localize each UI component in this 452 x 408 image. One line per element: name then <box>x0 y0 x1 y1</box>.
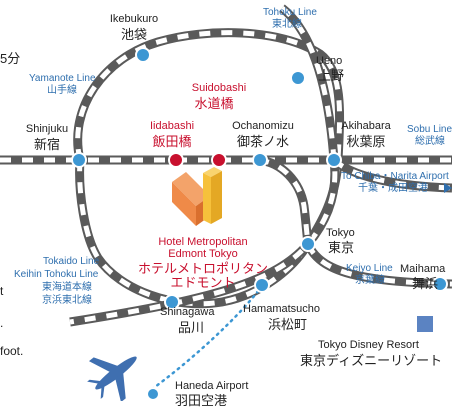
hotel-name-ja-line2: エドモント <box>170 275 236 290</box>
station-iidabashi[interactable] <box>168 152 184 168</box>
keihin-tohoku-line-label-en: Keihin Tohoku Line <box>14 269 99 280</box>
ueno-label-en: Ueno <box>316 55 343 67</box>
yamanote-line-label-ja: 山手線 <box>47 85 77 96</box>
station-tokyo[interactable] <box>300 236 316 252</box>
disney-label-ja: 東京ディズニーリゾート <box>300 353 443 368</box>
tokyo-label-en: Tokyo <box>326 227 355 239</box>
tokaido-line-label-ja: 東海道本線 <box>42 282 92 293</box>
text-fragment-3: foot. <box>0 344 24 358</box>
keiyo-line-label-ja: 京葉線 <box>355 275 385 286</box>
station-ikebukuro[interactable] <box>135 47 151 63</box>
ochanomizu-label-en: Ochanomizu <box>232 120 294 132</box>
iidabashi-label-en: Iidabashi <box>149 120 195 132</box>
stations <box>71 47 448 401</box>
hamamatsucho-label-ja: 浜松町 <box>268 317 308 332</box>
sobu-line-label-en: Sobu Line <box>407 124 452 135</box>
station-ochanomizu[interactable] <box>252 152 268 168</box>
shinjuku-label-en: Shinjuku <box>25 123 69 135</box>
maihama-label-ja: 舞浜 <box>412 276 439 291</box>
text-fragment-2: . <box>0 316 4 330</box>
suidobashi-label-ja: 水道橋 <box>194 96 234 111</box>
station-shinagawa[interactable] <box>164 294 180 310</box>
ikebukuro-label-en: Ikebukuro <box>109 13 159 25</box>
shinagawa-label-ja: 品川 <box>178 320 205 335</box>
station-haneda[interactable] <box>146 387 160 401</box>
hamamatsucho-label-en: Hamamatsucho <box>243 303 321 315</box>
hotel-name-en-line2: Edmont Tokyo <box>168 248 238 260</box>
shinagawa-label-en: Shinagawa <box>160 306 215 318</box>
station-ueno[interactable] <box>290 70 306 86</box>
chiba-narita-label-en: To Chiba・Narita Airport <box>341 171 449 182</box>
maihama-label-en: Maihama <box>400 263 446 275</box>
keihin-tohoku-line-label-ja: 京浜東北線 <box>42 295 92 306</box>
tohoku-line-label-ja: 東北線 <box>272 19 302 30</box>
chiba-narita-label-ja: 千葉・成田空港 <box>358 183 428 194</box>
suidobashi-label-en: Suidobashi <box>191 82 247 94</box>
tokyo-label-ja: 東京 <box>328 240 355 255</box>
chiba-arrow-icon <box>444 183 452 193</box>
tohoku-line-label-en: Tohoku Line <box>263 7 317 18</box>
disney-resort-icon[interactable] <box>417 316 433 332</box>
yamanote-line-label-en: Yamanote Line <box>29 73 96 84</box>
keiyo-line-label-en: Keiyo Line <box>346 263 393 274</box>
station-suidobashi[interactable] <box>211 152 227 168</box>
hotel-building-icon <box>172 167 222 226</box>
ikebukuro-label-ja: 池袋 <box>120 27 148 42</box>
disney-label-en: Tokyo Disney Resort <box>318 339 419 351</box>
sobu-line-label-ja: 総武線 <box>415 136 445 147</box>
hotel-name-ja-line1: ホテルメトロポリタン <box>137 261 269 276</box>
ueno-label-ja: 上野 <box>318 68 345 83</box>
tokaido-line-label-en: Tokaido Line <box>43 256 100 267</box>
iidabashi-label-ja: 飯田橋 <box>152 134 192 149</box>
minutes-fragment: 5分 <box>0 51 21 66</box>
station-maihama[interactable] <box>432 276 448 292</box>
akihabara-label-ja: 秋葉原 <box>346 134 386 149</box>
station-hamamatsucho[interactable] <box>254 277 270 293</box>
ochanomizu-label-ja: 御茶ノ水 <box>236 134 290 149</box>
haneda-label-en: Haneda Airport <box>175 380 249 392</box>
akihabara-label-en: Akihabara <box>341 120 391 132</box>
station-shinjuku[interactable] <box>71 152 87 168</box>
haneda-dotted-line <box>146 284 264 394</box>
airplane-icon <box>87 356 137 401</box>
hotel-name-en-line1: Hotel Metropolitan <box>158 236 248 248</box>
shinjuku-label-ja: 新宿 <box>33 137 61 152</box>
text-fragment-1: t <box>0 284 4 298</box>
station-akihabara[interactable] <box>326 152 342 168</box>
